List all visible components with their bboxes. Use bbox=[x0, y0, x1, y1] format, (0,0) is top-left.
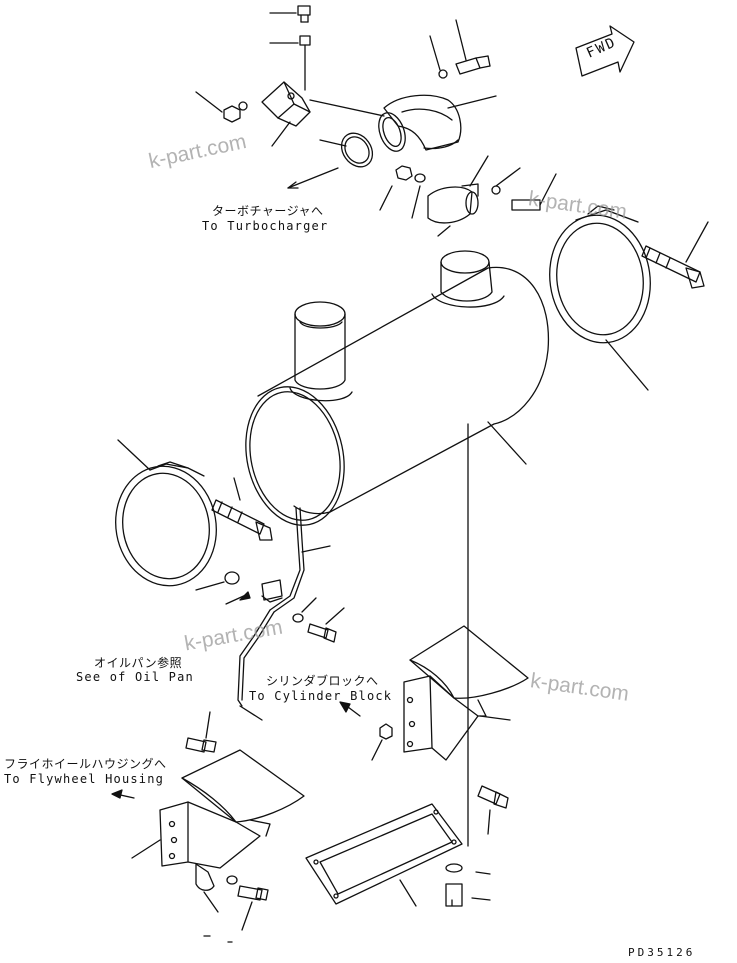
support-bolt-right bbox=[478, 786, 508, 834]
flywheel-label-en: To Flywheel Housing bbox=[4, 772, 165, 786]
oil-pipe bbox=[238, 508, 330, 720]
flywheel-arrow-icon bbox=[112, 790, 122, 798]
gasket-ring bbox=[288, 127, 379, 188]
clip-bolt-washer bbox=[293, 598, 344, 642]
left-long-bolt bbox=[212, 478, 272, 540]
fwd-arrow-icon bbox=[576, 26, 634, 76]
pipe-clamp-small bbox=[428, 156, 488, 236]
oilpan-arrow-icon bbox=[240, 592, 250, 600]
clamp-nut-washer bbox=[380, 166, 556, 218]
support-bolt-left-top bbox=[186, 712, 216, 752]
turbo-bracket bbox=[262, 82, 384, 146]
right-support-bracket bbox=[404, 626, 528, 760]
cylinder-arrow-icon bbox=[340, 702, 350, 712]
bottom-washer-bolt bbox=[446, 864, 490, 906]
turbo-label-en: To Turbocharger bbox=[202, 219, 329, 233]
flywheel-label-jp: フライホイールハウジングへ bbox=[4, 757, 167, 771]
cylinder-label-jp: シリンダブロックへ bbox=[266, 674, 379, 688]
cylinder-label-en: To Cylinder Block bbox=[249, 689, 393, 703]
elbow-bolt bbox=[430, 20, 490, 78]
left-support-bracket bbox=[132, 750, 304, 868]
support-bolt-left-bottom bbox=[204, 876, 268, 942]
left-band-clamp bbox=[106, 440, 225, 594]
left-washer-nut bbox=[196, 92, 247, 122]
muffler-outlet-pipe bbox=[290, 302, 352, 401]
oil-pipe-clip bbox=[196, 572, 282, 602]
turbo-label-jp: ターボチャージャへ bbox=[212, 204, 324, 218]
right-band-clamp bbox=[542, 206, 659, 390]
drawing-code: PD35126 bbox=[628, 946, 696, 959]
right-long-bolt bbox=[642, 222, 708, 288]
muffler-inlet-pipe bbox=[432, 251, 504, 307]
flywheel-clip bbox=[196, 864, 218, 912]
cylinder-nut bbox=[340, 702, 392, 760]
top-nut bbox=[270, 36, 310, 90]
oilpan-label-jp: オイルパン参照 bbox=[94, 656, 183, 670]
muffler-body bbox=[233, 267, 548, 534]
top-bolt-1 bbox=[270, 6, 310, 22]
oilpan-label-en: See of Oil Pan bbox=[76, 670, 194, 684]
elbow-pipe bbox=[374, 95, 496, 155]
bottom-plate bbox=[306, 804, 462, 906]
